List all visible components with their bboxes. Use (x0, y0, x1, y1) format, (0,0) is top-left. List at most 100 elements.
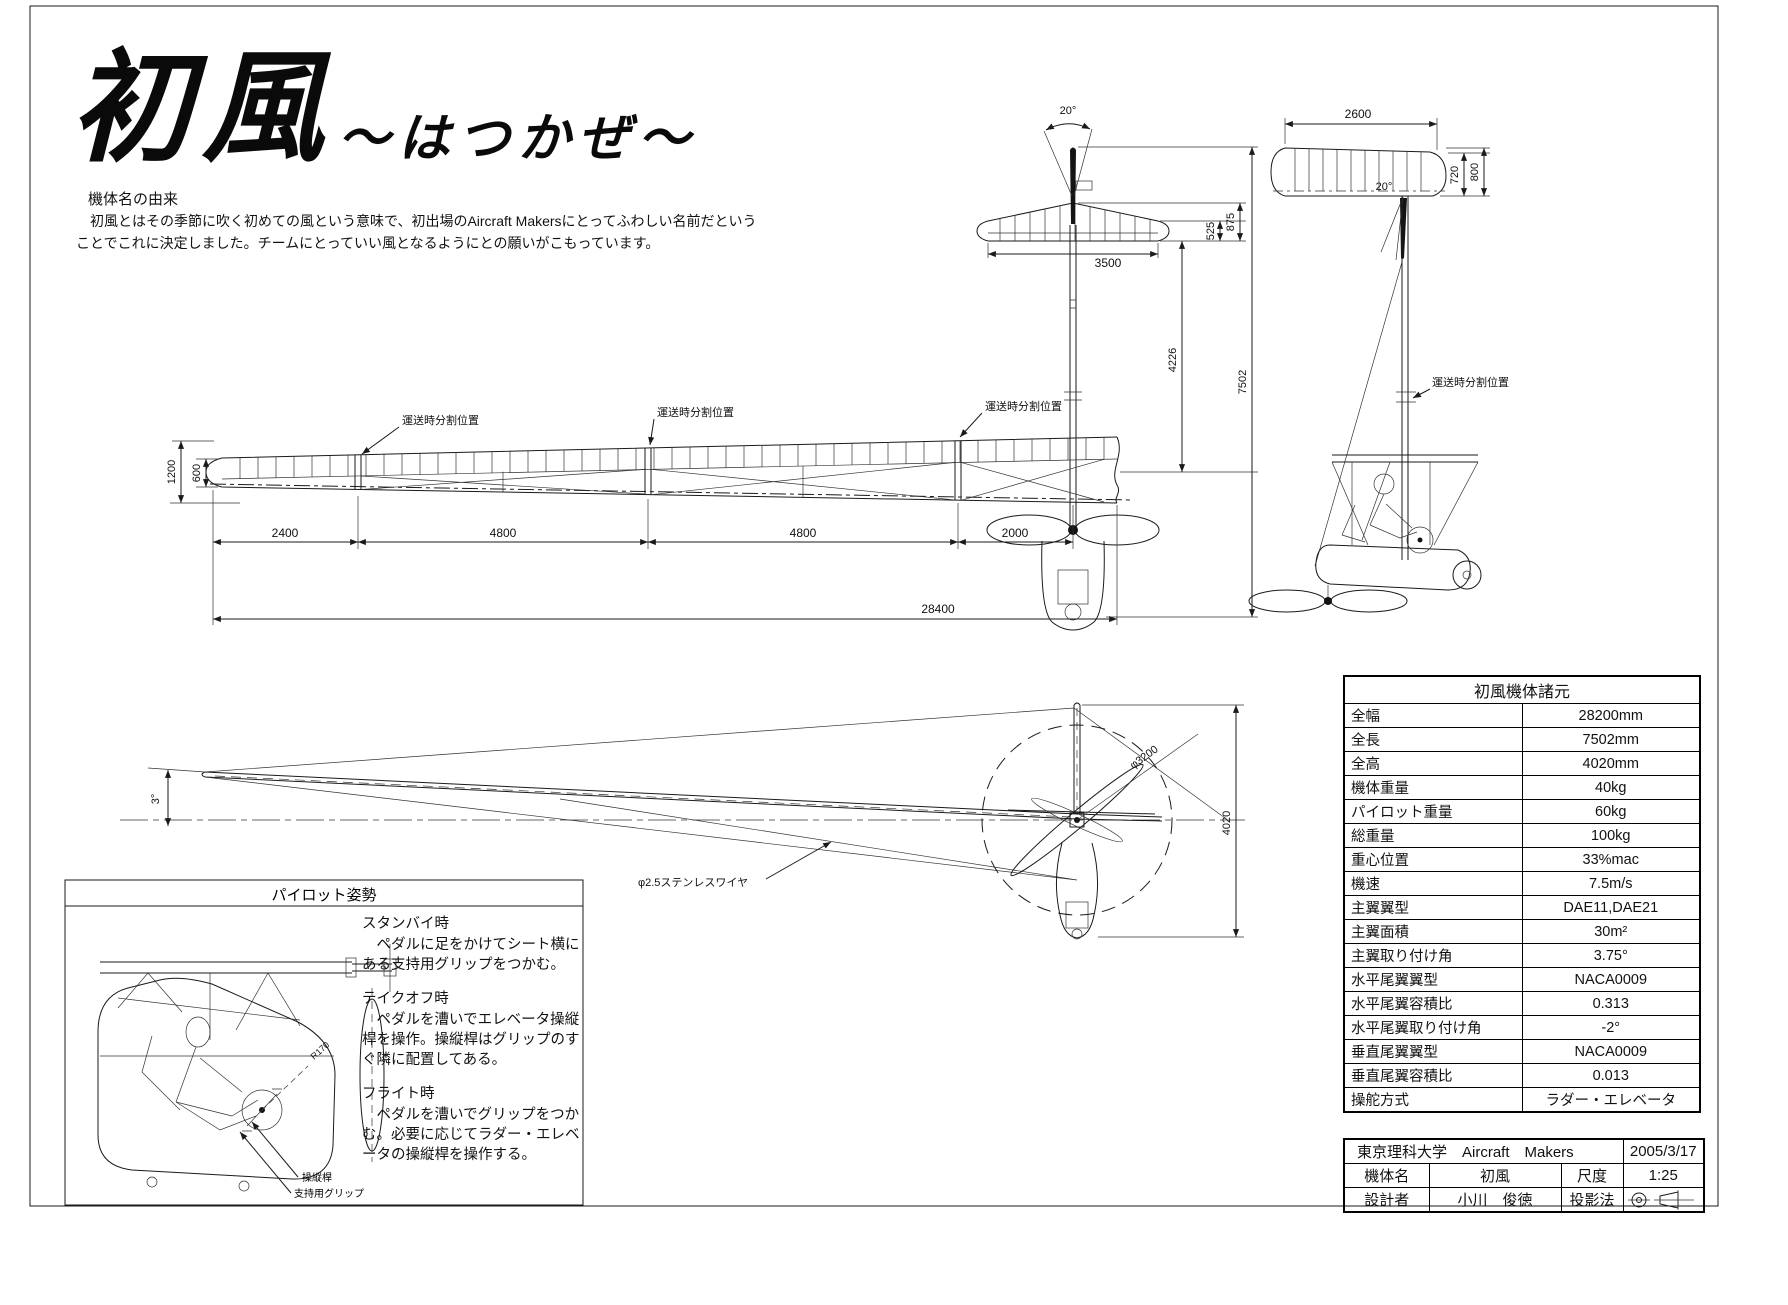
spec-value: ラダー・エレベータ (1521, 1087, 1701, 1113)
plan-split-callout-1: 運送時分割位置 (402, 413, 479, 427)
side-split-callout: 運送時分割位置 (1432, 375, 1509, 389)
spec-value: 33%mac (1521, 847, 1701, 872)
title-block-row-designer: 設計者 小川 俊徳 投影法 (1343, 1187, 1705, 1213)
spec-value: NACA0009 (1521, 1039, 1701, 1064)
spec-label: 機体重量 (1343, 775, 1523, 800)
designer-name: 小川 俊徳 (1428, 1187, 1562, 1213)
dim-wing-chord-tip: 600 (191, 464, 203, 482)
spec-value: 3.75° (1521, 943, 1701, 968)
pilot-section-heading: スタンバイ時 (362, 916, 449, 932)
grip-callout: 支持用グリップ (294, 1187, 364, 1200)
aircraft-title-kana: ～はつかぜ～ (338, 108, 699, 169)
designer-label: 設計者 (1343, 1187, 1430, 1213)
spec-label: 主翼翼型 (1343, 895, 1523, 920)
title-block-row-org: 東京理科大学 Aircraft Makers 2005/3/17 (1343, 1138, 1705, 1164)
dim-fin-root-chord: 800 (1469, 163, 1481, 181)
spec-label: 垂直尾翼翼型 (1343, 1039, 1523, 1064)
spec-row: 操舵方式ラダー・エレベータ (1343, 1087, 1701, 1113)
side-view-drawing: 2600 720 800 20° 運送時分割位置 (1248, 107, 1509, 613)
spec-value: 0.313 (1521, 991, 1701, 1016)
dim-seg2: 4800 (490, 526, 517, 540)
pilot-posture-drawing: R170 操縦桿 支持用グリップ (97, 944, 397, 1200)
spec-label: 全高 (1343, 751, 1523, 776)
pilot-section-body: ペダルに足をかけてシート横にある支持用グリップをつかむ。 (362, 937, 580, 973)
dim-fin-span: 2600 (1345, 107, 1372, 121)
spec-table-title-row: 初風機体諸元 (1343, 675, 1701, 704)
aircraft-name: 初風 (1428, 1163, 1562, 1188)
stick-callout: 操縦桿 (302, 1171, 332, 1184)
spec-value: 40kg (1521, 775, 1701, 800)
spec-value: 30m² (1521, 919, 1701, 944)
dim-tail-angle: 20° (1060, 105, 1077, 117)
dim-tail-tip-chord: 525 (1205, 222, 1217, 240)
origin-text-line1: 初風とはその季節に吹く初めての風という意味で、初出場のAircraft Make… (76, 213, 757, 229)
spec-label: 水平尾翼翼型 (1343, 967, 1523, 992)
projection-method-icon (1628, 1189, 1695, 1210)
aircraft-title-calligraphy: 初風 (70, 35, 334, 179)
spec-value: 7.5m/s (1521, 871, 1701, 896)
spec-row: 水平尾翼取り付け角-2° (1343, 1015, 1701, 1040)
dim-overall-height: 4020 (1221, 811, 1233, 835)
spec-label: 水平尾翼容積比 (1343, 991, 1523, 1016)
dim-seg3: 4800 (790, 526, 817, 540)
pilot-instructions: スタンバイ時 ペダルに足をかけてシート横にある支持用グリップをつかむ。テイクオフ… (362, 914, 580, 1165)
origin-heading: 機体名の由来 (88, 191, 179, 208)
spec-label: パイロット重量 (1343, 799, 1523, 824)
plan-split-callout-2: 運送時分割位置 (657, 405, 734, 419)
spec-table-title: 初風機体諸元 (1343, 675, 1701, 704)
spec-label: 機速 (1343, 871, 1523, 896)
spec-label: 主翼取り付け角 (1343, 943, 1523, 968)
title-block-row-name: 機体名 初風 尺度 1:25 (1343, 1163, 1705, 1188)
spec-label: 垂直尾翼容積比 (1343, 1063, 1523, 1088)
spec-label: 総重量 (1343, 823, 1523, 848)
spec-value: -2° (1521, 1015, 1701, 1040)
spec-value: 7502mm (1521, 727, 1701, 752)
pilot-panel-title: パイロット姿勢 (271, 887, 376, 904)
spec-label: 操舵方式 (1343, 1087, 1523, 1113)
sheet-border (29, 5, 1719, 1207)
dim-rudder-angle: 20° (1376, 181, 1393, 193)
dim-wing-chord-root: 1200 (166, 460, 178, 484)
spec-value: 4020mm (1521, 751, 1701, 776)
dim-tail-span: 3500 (1095, 256, 1122, 270)
pilot-panel-frame: パイロット姿勢 (64, 879, 584, 1206)
spec-value: NACA0009 (1521, 967, 1701, 992)
dim-tail-root-chord: 875 (1225, 213, 1237, 231)
spec-label: 全幅 (1343, 703, 1523, 728)
dim-overall-length: 7502 (1237, 370, 1249, 394)
pilot-section-body: ペダルを漕いでエレベータ操縦桿を操作。操縦桿はグリップのすぐ隣に配置してある。 (362, 1012, 580, 1068)
projection-symbol-cell (1622, 1187, 1705, 1213)
title-block: 東京理科大学 Aircraft Makers 2005/3/17 機体名 初風 … (1343, 1138, 1705, 1213)
spec-value: DAE11,DAE21 (1521, 895, 1701, 920)
wire-callout: φ2.5ステンレスワイヤ (638, 877, 748, 889)
dim-fin-tip-chord: 720 (1449, 166, 1461, 184)
pilot-section-heading: フライト時 (362, 1086, 435, 1102)
dim-seg1: 2400 (272, 526, 299, 540)
spec-label: 水平尾翼取り付け角 (1343, 1015, 1523, 1040)
spec-value: 28200mm (1521, 703, 1701, 728)
dim-tail-arm: 4226 (1167, 348, 1179, 372)
spec-value: 0.013 (1521, 1063, 1701, 1088)
spec-value: 100kg (1521, 823, 1701, 848)
drawing-date: 2005/3/17 (1622, 1138, 1705, 1164)
plan-view-drawing: 20° 運送時分割位置 運送時分割位置 運送時分割位置 (166, 105, 1258, 631)
spec-label: 重心位置 (1343, 847, 1523, 872)
spec-label: 主翼面積 (1343, 919, 1523, 944)
organization: 東京理科大学 Aircraft Makers (1343, 1138, 1624, 1164)
